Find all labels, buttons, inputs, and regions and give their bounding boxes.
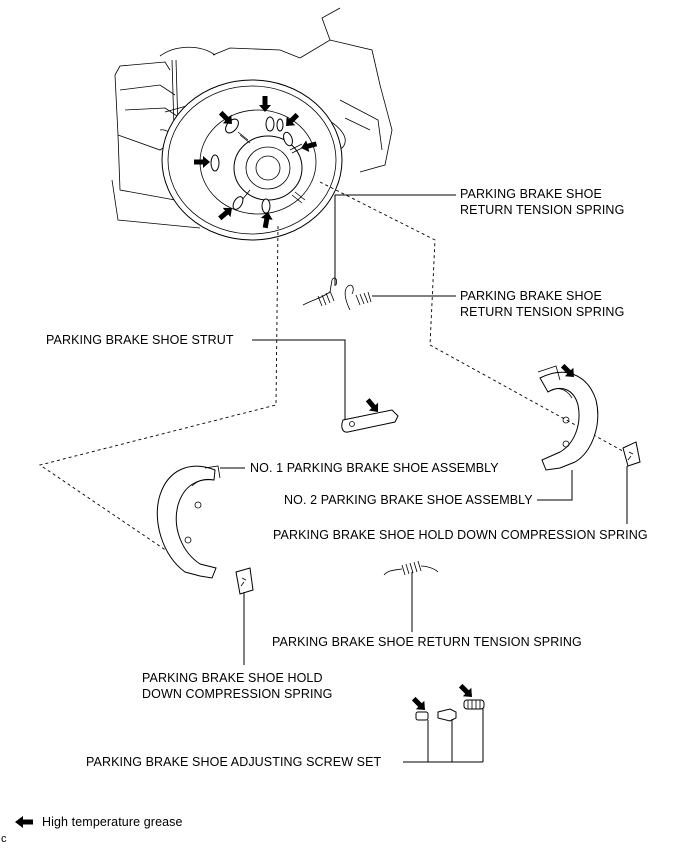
hold-down-spring-right-label: PARKING BRAKE SHOE HOLD DOWN COMPRESSION… xyxy=(273,528,648,542)
hold-down-spring-left-line2: DOWN COMPRESSION SPRING xyxy=(142,687,333,701)
hold-down-spring-right-part xyxy=(622,441,641,467)
leader-lines xyxy=(220,194,628,763)
no1-shoe-part xyxy=(156,465,221,579)
return-spring-mid-line1: PARKING BRAKE SHOE xyxy=(460,289,602,303)
backing-plate-assembly xyxy=(111,7,393,241)
assembly-guide-lines xyxy=(38,181,631,571)
return-spring-mid-line2: RETURN TENSION SPRING xyxy=(460,305,625,319)
shoe-strut-label: PARKING BRAKE SHOE STRUT xyxy=(46,333,234,347)
no1-shoe-assembly-label: NO. 1 PARKING BRAKE SHOE ASSEMBLY xyxy=(250,461,499,475)
adjusting-screw-set-part xyxy=(409,681,485,722)
return-spring-upper-pair xyxy=(302,277,372,311)
return-spring-lower-part xyxy=(383,560,439,576)
return-spring-upper-line2: RETURN TENSION SPRING xyxy=(460,203,625,217)
legend-text: High temperature grease xyxy=(42,815,183,829)
no2-shoe-part xyxy=(537,361,599,471)
shoe-strut-part xyxy=(341,395,399,433)
adjusting-screw-set-label: PARKING BRAKE SHOE ADJUSTING SCREW SET xyxy=(86,755,382,769)
hold-down-spring-left-part xyxy=(235,567,254,595)
return-spring-upper-label: PARKING BRAKE SHOE RETURN TENSION SPRING xyxy=(460,186,624,218)
return-spring-lower-label: PARKING BRAKE SHOE RETURN TENSION SPRING xyxy=(272,635,582,649)
hold-down-spring-left-line1: PARKING BRAKE SHOE HOLD xyxy=(142,671,323,685)
corner-code: c xyxy=(1,833,7,845)
no2-shoe-assembly-label: NO. 2 PARKING BRAKE SHOE ASSEMBLY xyxy=(284,493,533,507)
hold-down-spring-left-label: PARKING BRAKE SHOE HOLD DOWN COMPRESSION… xyxy=(142,670,333,702)
return-spring-upper-line1: PARKING BRAKE SHOE xyxy=(460,187,602,201)
grease-arrow-icon xyxy=(15,816,33,828)
return-spring-mid-label: PARKING BRAKE SHOE RETURN TENSION SPRING xyxy=(460,288,624,320)
